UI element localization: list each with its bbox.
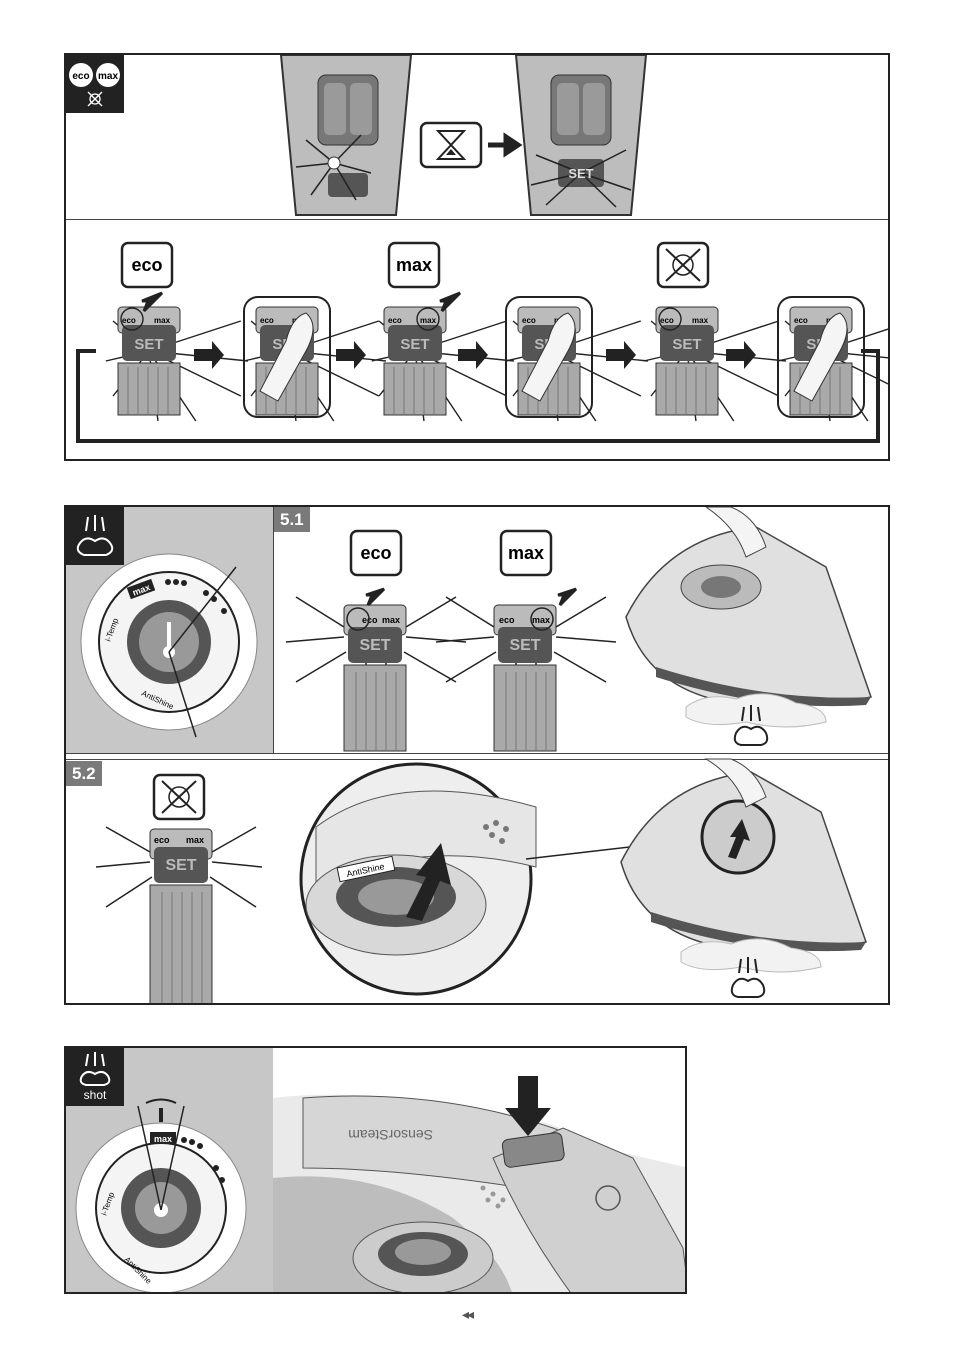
step-5-1-tag: 5.1 xyxy=(274,507,310,532)
display-max-51a: max xyxy=(382,615,400,625)
max-label-box: max xyxy=(387,241,441,289)
dial-side-panel: max i-Temp AntiShine xyxy=(66,507,274,753)
set-button-max-51[interactable]: eco max SET xyxy=(435,587,617,752)
arrow-up-icon xyxy=(406,843,451,921)
max-label-text: max xyxy=(396,255,432,275)
iron-closeup-illustration: SensorSteam xyxy=(273,1048,685,1292)
eco-label-text: eco xyxy=(131,255,162,275)
set-text-51b: SET xyxy=(509,637,540,654)
sequence-arrows xyxy=(194,341,756,369)
brand-text: SensorSteam xyxy=(348,1127,433,1143)
mode-sequence: eco max ecomaxSETecomaxSETecomaxSETecoma… xyxy=(76,241,890,443)
display-eco-text: eco xyxy=(522,316,536,325)
display-max-51b: max xyxy=(532,615,550,625)
set-text: SET xyxy=(400,336,429,353)
panel2-divider-2 xyxy=(66,759,888,760)
shot-label: shot xyxy=(83,1088,107,1102)
display-eco-52: eco xyxy=(154,835,170,845)
max-label-text-51: max xyxy=(508,543,544,563)
panel1-divider xyxy=(66,219,888,220)
set-button-eco-51[interactable]: eco max SET xyxy=(285,587,467,752)
antiscale-label-box xyxy=(656,241,710,289)
finger-press-icon xyxy=(793,312,848,402)
set-text: SET xyxy=(672,336,701,353)
shot-dial-max-text: max xyxy=(154,1134,172,1144)
set-text-51a: SET xyxy=(359,637,390,654)
iron-illustration-52 xyxy=(620,758,867,998)
panel2-illustrations: eco max eco max SET eco max SET xyxy=(95,507,872,1005)
brand-logo-icon xyxy=(595,1185,621,1211)
eco-label-box-51 xyxy=(349,529,403,577)
display-eco-text: eco xyxy=(122,316,136,325)
page-nav-indicator: ◂◂ xyxy=(462,1306,474,1322)
display-max-text: max xyxy=(420,316,437,325)
set-text: SET xyxy=(134,336,163,353)
display-eco-text: eco xyxy=(260,316,274,325)
display-eco-text: eco xyxy=(388,316,402,325)
display-eco-51a: eco xyxy=(362,615,378,625)
step-5-2-tag: 5.2 xyxy=(66,761,102,786)
steam-badge xyxy=(66,507,124,565)
set-button-52[interactable]: eco max SET xyxy=(95,826,263,1005)
arrow-right-icon xyxy=(488,132,523,158)
arrow-down-icon xyxy=(505,1076,551,1136)
shot-button[interactable] xyxy=(501,1132,565,1168)
set-text-52: SET xyxy=(165,857,196,874)
display-eco-51b: eco xyxy=(499,615,515,625)
display-max-text: max xyxy=(154,316,171,325)
display-max-52: max xyxy=(186,835,204,845)
temperature-dial[interactable]: max i-Temp AntiShine xyxy=(66,507,273,753)
handle-illustrations: SET xyxy=(279,55,648,216)
finger-press-icon xyxy=(521,312,576,402)
eco-label-box: eco xyxy=(120,241,174,289)
badge-eco-text: eco xyxy=(72,71,89,82)
panel-temperature-steam: max i-Temp AntiShine 5.1 5.2 eco max eco… xyxy=(64,505,890,1005)
dial-zoom-circle: AntiShine xyxy=(299,762,537,996)
max-label-box-51 xyxy=(499,529,553,577)
set-text-top: SET xyxy=(568,166,593,181)
shot-badge: shot xyxy=(66,1048,124,1106)
finger-press-icon xyxy=(259,312,314,402)
panel-steam-shot: shot max i-Temp AntiShine SensorSteam xyxy=(64,1046,687,1294)
flash-burst-2 xyxy=(530,149,632,208)
mode-badge: eco max xyxy=(66,55,124,113)
panel-mode-selection: eco max xyxy=(64,53,890,461)
cycle-loop-line xyxy=(76,349,880,443)
shot-dial[interactable]: max i-Temp AntiShine xyxy=(66,1048,273,1294)
panel2-divider xyxy=(66,753,888,754)
iron-illustration-51 xyxy=(625,507,872,746)
display-eco-text: eco xyxy=(660,316,674,325)
display-eco-text: eco xyxy=(794,316,808,325)
badge-max-text: max xyxy=(98,71,118,82)
display-max-text: max xyxy=(692,316,709,325)
shot-side-panel: shot max i-Temp AntiShine xyxy=(66,1048,274,1294)
eco-label-text-51: eco xyxy=(360,543,391,563)
